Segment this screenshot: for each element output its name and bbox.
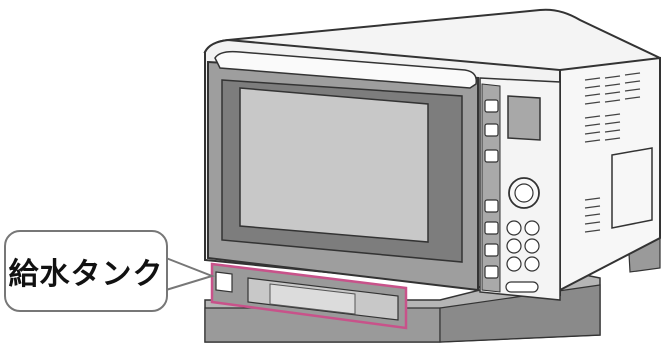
water-tank-callout: 給水タンク [4, 230, 168, 312]
callout-pointer [166, 258, 212, 290]
door-window [240, 88, 428, 242]
dial-knob-icon [509, 178, 539, 208]
display-screen [508, 96, 540, 140]
control-strip [482, 84, 500, 292]
callout-label: 給水タンク [9, 249, 164, 293]
